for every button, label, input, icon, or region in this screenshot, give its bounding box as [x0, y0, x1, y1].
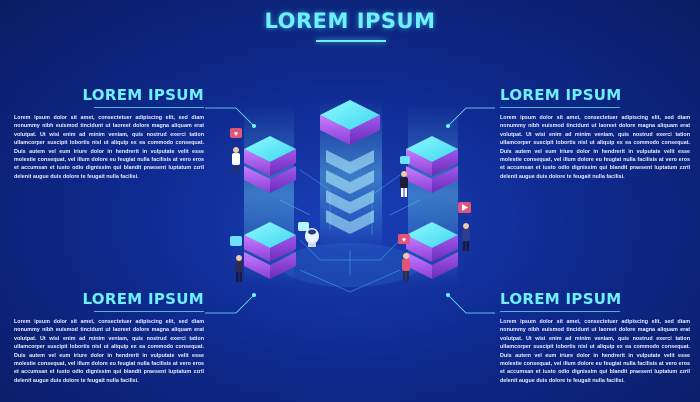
- connector-lines: [205, 107, 495, 314]
- central-server-icon: [320, 100, 380, 234]
- heart-bubble-icon: ♥: [398, 234, 410, 244]
- chat-bubble-icon: [298, 222, 309, 231]
- chat-bubble-icon: [230, 236, 242, 246]
- block-heading: LOREM IPSUM: [500, 86, 622, 104]
- robot-icon: [305, 228, 319, 247]
- connector-dot: [252, 293, 256, 297]
- info-block-top-left: LOREM IPSUM Lorem ipsum dolor sit amet, …: [14, 86, 204, 181]
- connector-dot: [446, 293, 450, 297]
- server-bottom-left-icon: [244, 222, 296, 279]
- person-icon: [232, 147, 240, 174]
- play-bubble-icon: [458, 202, 471, 213]
- block-text: Lorem ipsum dolor sit amet, consectetuer…: [500, 319, 690, 384]
- person-icon: [402, 253, 410, 281]
- title-underline: [316, 40, 386, 42]
- block-text: Lorem ipsum dolor sit amet, consectetuer…: [14, 319, 204, 384]
- info-block-bottom-left: LOREM IPSUM Lorem ipsum dolor sit amet, …: [14, 290, 204, 385]
- connector-dot: [252, 124, 256, 128]
- person-icon: [462, 223, 470, 251]
- heading-rule: [500, 107, 620, 108]
- block-text: Lorem ipsum dolor sit amet, consectetuer…: [500, 115, 690, 180]
- heading-rule: [94, 107, 204, 108]
- connector-dot: [446, 124, 450, 128]
- chat-bubble-icon: [400, 156, 410, 164]
- svg-text:♥: ♥: [234, 131, 238, 138]
- block-heading: LOREM IPSUM: [82, 86, 204, 104]
- page-title: LOREM IPSUM: [264, 9, 436, 33]
- info-block-bottom-right: LOREM IPSUM Lorem ipsum dolor sit amet, …: [500, 290, 690, 385]
- block-text: Lorem ipsum dolor sit amet, consectetuer…: [14, 115, 204, 180]
- block-heading: LOREM IPSUM: [82, 290, 204, 308]
- server-top-left-icon: [244, 136, 296, 193]
- heading-rule: [94, 311, 204, 312]
- block-heading: LOREM IPSUM: [500, 290, 622, 308]
- heading-rule: [500, 311, 620, 312]
- server-bottom-right-icon: [406, 222, 458, 279]
- info-block-top-right: LOREM IPSUM Lorem ipsum dolor sit amet, …: [500, 86, 690, 181]
- heart-bubble-icon: ♥: [230, 128, 242, 138]
- floor-glow: [280, 243, 420, 287]
- person-icon: [235, 255, 243, 282]
- server-top-right-icon: [406, 136, 458, 193]
- person-icon: [400, 171, 408, 197]
- svg-text:♥: ♥: [402, 237, 406, 244]
